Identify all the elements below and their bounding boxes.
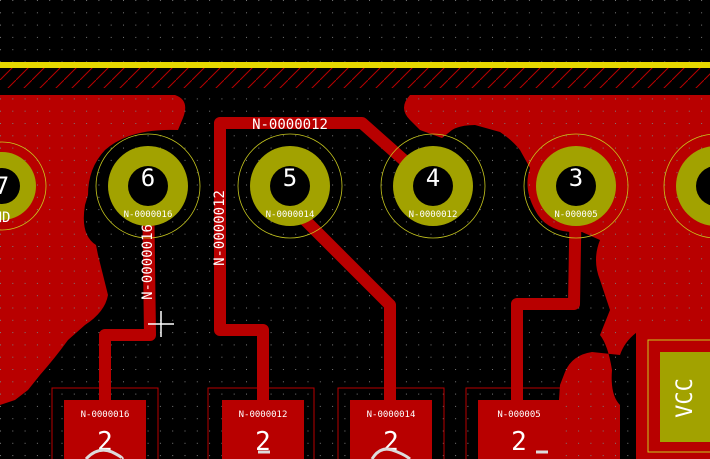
pad-3-number: 3 xyxy=(569,164,583,192)
smd-pad-4-net: N-000005 xyxy=(497,410,540,420)
smd-pad-3-net: N-0000014 xyxy=(367,410,416,420)
vcc-label: VCC xyxy=(673,378,698,418)
pad-6-number: 6 xyxy=(141,164,155,192)
board-edge-line xyxy=(0,62,710,68)
smd-pad-4-number: 2 xyxy=(511,427,527,457)
track-n0000016 xyxy=(99,180,156,426)
pad-4-net: N-0000012 xyxy=(409,210,458,220)
vcc-connector[interactable]: VCC xyxy=(636,330,710,459)
tht-pad-7[interactable]: 7 ND xyxy=(0,141,47,231)
tht-pad-partial-right[interactable] xyxy=(663,133,710,239)
pad-6-net: N-0000016 xyxy=(124,210,173,220)
track-clearance xyxy=(212,115,358,330)
keepout-hatch xyxy=(0,68,710,88)
pad-5-net: N-0000014 xyxy=(266,210,315,220)
pad-7-number: 7 xyxy=(0,172,9,200)
smd-pad-3[interactable]: N-0000014 2 xyxy=(337,387,445,459)
pad-4-number: 4 xyxy=(426,164,440,192)
top-area-grid xyxy=(0,0,710,62)
silkscreen-fragments xyxy=(84,447,548,459)
crosshair-icon xyxy=(148,311,174,337)
smd-pad-2-net: N-0000012 xyxy=(239,410,288,420)
pad-3-net: N-000005 xyxy=(554,210,597,220)
smd-pad-2-number: 2 xyxy=(255,427,271,457)
track-n0000012 xyxy=(214,117,439,426)
smd-pad-4[interactable]: N-000005 2 xyxy=(465,387,573,459)
smd-pad-1-net: N-0000016 xyxy=(81,410,130,420)
pad-7-net: ND xyxy=(0,210,10,226)
tht-pad-3[interactable]: 3 N-000005 xyxy=(523,133,629,239)
track-n000005 xyxy=(511,180,582,426)
track-label-top: N-0000012 xyxy=(252,117,328,133)
tht-pad-4[interactable]: 4 N-0000012 xyxy=(380,133,486,239)
tht-pad-6[interactable]: 6 N-0000016 xyxy=(95,133,201,239)
smd-pad-2[interactable]: N-0000012 2 xyxy=(207,387,315,459)
tht-pad-5[interactable]: 5 N-0000014 xyxy=(237,133,343,239)
pad-5-number: 5 xyxy=(283,164,297,192)
track-label-vertical-6: N-0000016 xyxy=(140,224,156,300)
track-label-vertical-left: N-0000012 xyxy=(212,190,228,266)
